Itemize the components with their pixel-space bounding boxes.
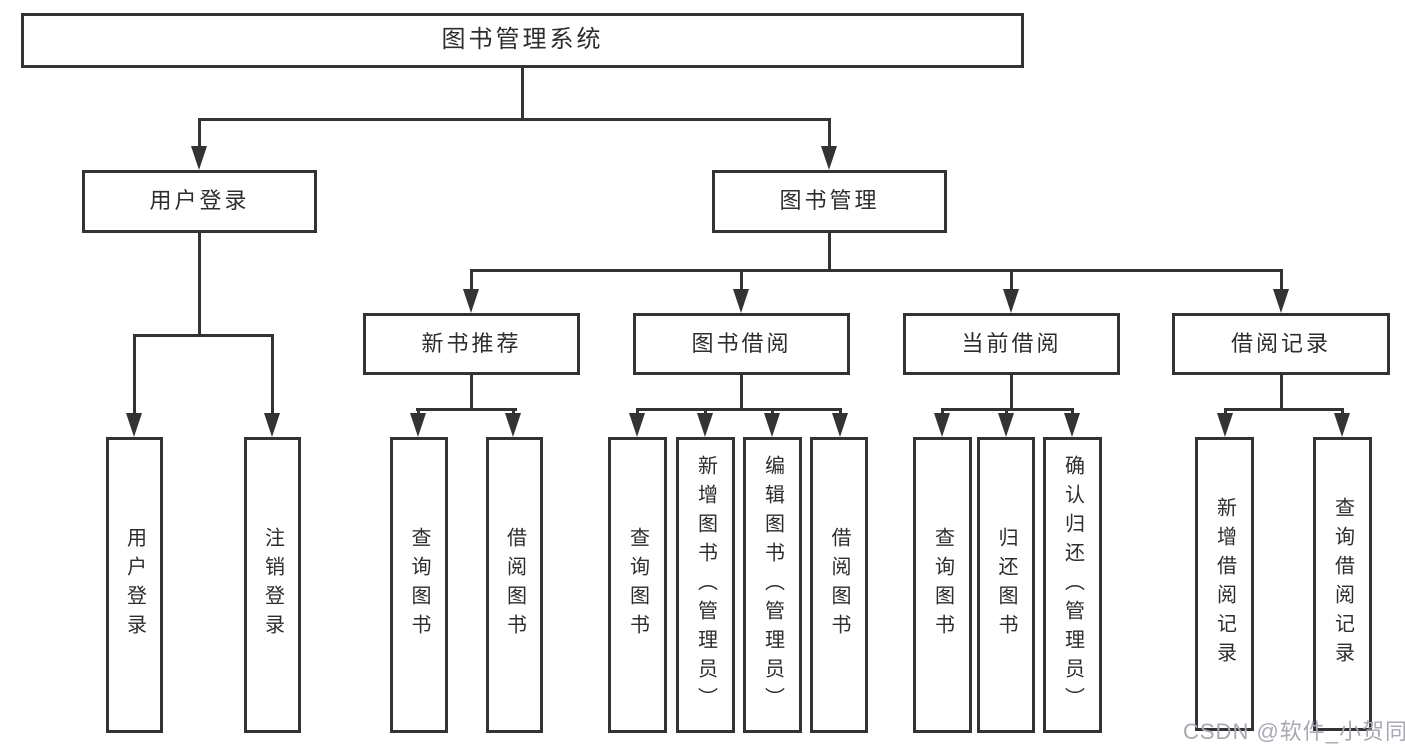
- arrow-down-icon: [733, 289, 749, 313]
- arrow-down-icon: [1003, 289, 1019, 313]
- connector-vline: [1010, 375, 1013, 411]
- arrow-down-icon: [191, 146, 207, 170]
- connector-vline: [198, 233, 201, 336]
- arrow-down-icon: [832, 413, 848, 437]
- connector-vline: [470, 375, 473, 411]
- connector-vline: [271, 334, 274, 416]
- node-borrowing-records: 借阅记录: [1172, 313, 1390, 375]
- node-return-book: 归还图书: [977, 437, 1035, 733]
- connector-vline: [1010, 269, 1013, 292]
- connector-vline: [771, 408, 774, 416]
- node-query-books-current: 查询图书: [913, 437, 972, 733]
- arrow-down-icon: [1064, 413, 1080, 437]
- arrow-down-icon: [410, 413, 426, 437]
- arrow-down-icon: [505, 413, 521, 437]
- connector-vline: [1224, 408, 1227, 416]
- connector-vline: [941, 408, 944, 416]
- connector-hline: [1224, 408, 1344, 411]
- node-book-management: 图书管理: [712, 170, 947, 233]
- connector-vline: [521, 66, 524, 120]
- arrow-down-icon: [1217, 413, 1233, 437]
- connector-hline: [636, 408, 842, 411]
- connector-vline: [1280, 269, 1283, 292]
- arrow-down-icon: [264, 413, 280, 437]
- node-user-login: 用户登录: [82, 170, 317, 233]
- arrow-down-icon: [126, 413, 142, 437]
- connector-vline: [1341, 408, 1344, 416]
- node-edit-book-admin: 编辑图书（管理员）: [743, 437, 802, 733]
- connector-vline: [133, 334, 136, 416]
- node-add-borrow-record: 新增借阅记录: [1195, 437, 1254, 731]
- connector-vline: [1071, 408, 1074, 416]
- connector-vline: [839, 408, 842, 416]
- watermark-text: CSDN @软件_小贺同学: [1183, 719, 1405, 744]
- node-borrow-books-recommend: 借阅图书: [486, 437, 543, 733]
- node-confirm-return-admin: 确认归还（管理员）: [1043, 437, 1102, 733]
- arrow-down-icon: [629, 413, 645, 437]
- connector-vline: [470, 269, 473, 292]
- arrow-down-icon: [821, 146, 837, 170]
- connector-vline: [198, 118, 201, 150]
- node-query-books-recommend: 查询图书: [390, 437, 448, 733]
- connector-hline: [470, 269, 1283, 272]
- arrow-down-icon: [1334, 413, 1350, 437]
- node-book-borrowing: 图书借阅: [633, 313, 850, 375]
- connector-vline: [828, 118, 831, 150]
- node-library-system: 图书管理系统: [21, 13, 1024, 68]
- connector-vline: [417, 408, 420, 416]
- connector-vline: [1280, 374, 1283, 411]
- connector-vline: [740, 375, 743, 411]
- arrow-down-icon: [463, 289, 479, 313]
- connector-hline: [133, 334, 274, 337]
- arrow-down-icon: [934, 413, 950, 437]
- arrow-down-icon: [1273, 289, 1289, 313]
- connector-vline: [512, 408, 515, 416]
- connector-vline: [704, 408, 707, 416]
- connector-vline: [636, 408, 639, 416]
- node-query-books-borrowing: 查询图书: [608, 437, 667, 733]
- node-query-borrow-record: 查询借阅记录: [1313, 437, 1372, 731]
- node-logout: 注销登录: [244, 437, 301, 733]
- connector-hline: [416, 408, 517, 411]
- node-user-login-leaf: 用户登录: [106, 437, 163, 733]
- connector-vline: [828, 233, 831, 272]
- connector-vline: [740, 269, 743, 292]
- connector-hline: [198, 118, 831, 121]
- node-new-book-recommend: 新书推荐: [363, 313, 580, 375]
- node-borrow-books: 借阅图书: [810, 437, 868, 733]
- arrow-down-icon: [998, 413, 1014, 437]
- connector-vline: [1005, 408, 1008, 416]
- node-add-book-admin: 新增图书（管理员）: [676, 437, 735, 733]
- arrow-down-icon: [764, 413, 780, 437]
- node-current-borrowing: 当前借阅: [903, 313, 1120, 375]
- arrow-down-icon: [697, 413, 713, 437]
